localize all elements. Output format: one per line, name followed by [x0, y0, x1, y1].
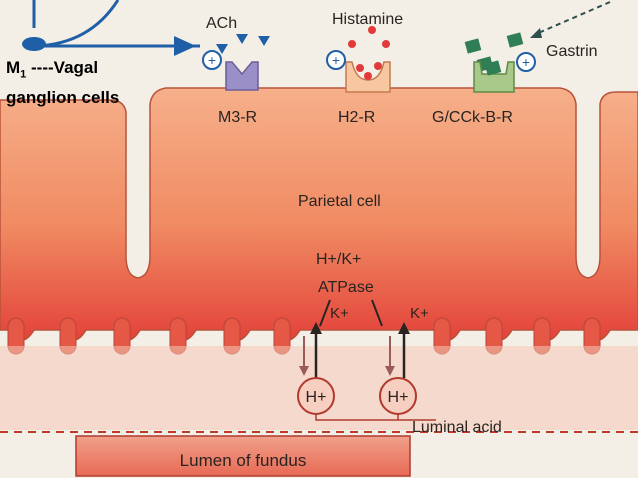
lumen-box	[75, 435, 411, 477]
pump-label-line1: H+/K+	[316, 251, 361, 268]
parietal-cell-label: Parietal cell	[298, 193, 381, 210]
caption-line2: ganglion cells	[6, 88, 120, 108]
ach-label: ACh	[206, 15, 237, 32]
gastrin-label: Gastrin	[546, 43, 598, 60]
svg-text:+: +	[332, 52, 340, 68]
gastrin-arrow	[535, 1, 611, 35]
ion-arrows	[310, 299, 410, 378]
pump-label-line2: ATPase	[318, 279, 374, 296]
h2-bound-histamine	[364, 72, 372, 80]
vagal-ganglion-caption: M1 ----Vagal ganglion cells	[6, 56, 119, 110]
h-plus-ion-right: H+	[379, 377, 417, 415]
k-plus-label-right: K+	[410, 305, 429, 322]
h2-receptor	[345, 61, 391, 93]
parietal-cell-body	[0, 87, 638, 341]
plus-icon-histamine: +	[326, 50, 346, 70]
h-plus-ion-left: H+	[297, 377, 335, 415]
microvilli	[7, 317, 601, 355]
svg-text:+: +	[522, 54, 530, 70]
luminal-acid-label: Luminal acid	[412, 419, 502, 436]
gastrin-arrowhead	[530, 28, 542, 38]
caption-line1: M1 ----Vagal	[6, 58, 99, 81]
h2-receptor-label: H2-R	[338, 109, 375, 126]
gcck-bound-gastrin	[484, 60, 502, 76]
svg-text:H+: H+	[388, 389, 409, 406]
histamine-label: Histamine	[332, 11, 403, 28]
ach-molecules	[216, 34, 270, 54]
k-plus-label-left: K+	[330, 305, 349, 322]
histamine-molecules	[348, 26, 390, 72]
lumen-label: Lumen of fundus	[180, 451, 307, 470]
m3-receptor	[225, 61, 259, 91]
gastrin-molecules	[464, 32, 524, 72]
vagal-terminal	[22, 37, 46, 51]
m3-receptor-label: M3-R	[218, 109, 257, 126]
gcck-receptor-label: G/CCk-B-R	[432, 109, 513, 126]
svg-text:H+: H+	[306, 389, 327, 406]
gcck-receptor	[473, 61, 515, 93]
plus-icon-ach: +	[202, 50, 222, 70]
luminal-acid-bracket	[315, 414, 436, 421]
svg-text:+: +	[208, 52, 216, 68]
h-efflux-arrows	[299, 336, 395, 376]
plus-icon-gastrin: +	[516, 52, 536, 72]
nerve-ending-arrow	[174, 36, 196, 56]
